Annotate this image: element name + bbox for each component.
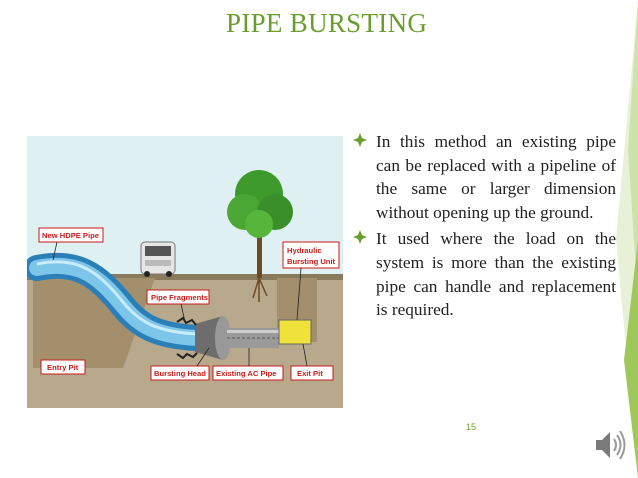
tree-icon — [227, 170, 293, 302]
pipe-fragments — [176, 316, 198, 360]
bullet-text: In this method an existing pipe can be r… — [376, 132, 616, 222]
svg-text:Exit Pit: Exit Pit — [297, 369, 323, 378]
hydraulic-bursting-unit — [278, 319, 312, 345]
svg-text:Existing AC Pipe: Existing AC Pipe — [216, 369, 276, 378]
label-bursting-head: Bursting Head — [150, 347, 210, 381]
new-hdpe-pipe — [27, 252, 210, 351]
van-icon — [140, 241, 176, 277]
bursting-head — [195, 316, 231, 360]
svg-text:Bursting Unit: Bursting Unit — [287, 257, 336, 266]
label-existing-ac-pipe: Existing AC Pipe — [212, 348, 284, 381]
svg-text:New HDPE Pipe: New HDPE Pipe — [42, 231, 99, 240]
label-hydraulic-bursting-unit: Hydraulic Bursting Unit — [282, 241, 340, 321]
bullet-item: It used where the load on the system is … — [352, 227, 616, 321]
label-pipe-fragments: Pipe Fragments — [146, 289, 210, 323]
bullet-text: It used where the load on the system is … — [376, 229, 616, 320]
label-new-hdpe-pipe: New HDPE Pipe — [38, 227, 104, 261]
slide-title: PIPE BURSTING — [226, 8, 428, 38]
svg-text:Bursting Head: Bursting Head — [154, 369, 206, 378]
svg-text:Entry Pit: Entry Pit — [47, 363, 79, 372]
bullet-item: In this method an existing pipe can be r… — [352, 130, 616, 224]
bullet-list: In this method an existing pipe can be r… — [352, 130, 616, 325]
svg-text:Pipe Fragments: Pipe Fragments — [151, 293, 208, 302]
page-number: 15 — [466, 422, 477, 432]
speaker-icon[interactable] — [592, 424, 628, 466]
pipe-bursting-diagram: New HDPE Pipe Hydraulic Bursting Unit Pi… — [27, 136, 343, 408]
decorative-triangles — [616, 0, 638, 478]
label-exit-pit: Exit Pit — [290, 343, 334, 381]
diamond-bullet-icon — [353, 230, 367, 245]
diamond-bullet-icon — [353, 133, 367, 147]
label-entry-pit: Entry Pit — [40, 359, 86, 375]
svg-text:Hydraulic: Hydraulic — [287, 246, 322, 255]
